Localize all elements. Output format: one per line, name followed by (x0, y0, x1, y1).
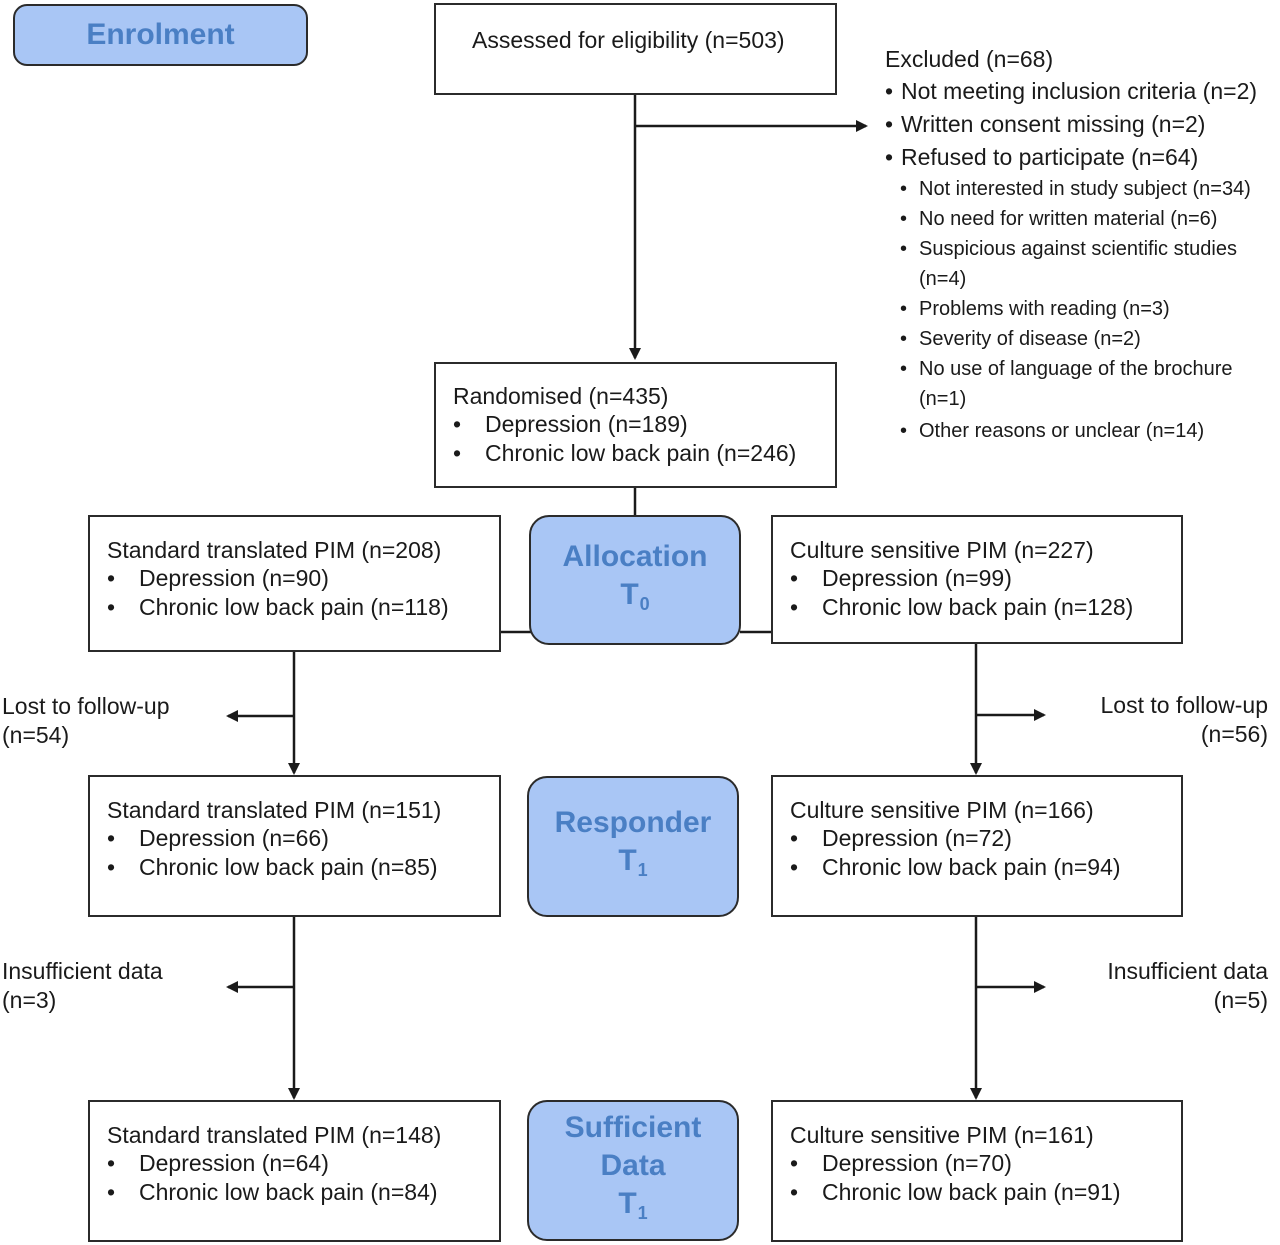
insuf-right-line2: (n=5) (1213, 987, 1268, 1013)
refusal-reason: •Suspicious against scientific studies (900, 238, 1237, 260)
allocation-label: Allocation (562, 539, 708, 573)
sufficient-time: T1 (618, 1187, 648, 1223)
excluded-item: •Written consent missing (n=2) (885, 111, 1206, 137)
enrolment-label: Enrolment (86, 18, 235, 51)
refusal-reason: •Other reasons or unclear (n=14) (900, 420, 1205, 442)
randomised-item: •Depression (n=189) (453, 411, 688, 437)
resp-right-item: •Chronic low back pain (n=94) (790, 854, 1121, 880)
resp-right-title: Culture sensitive PIM (n=166) (790, 797, 1094, 823)
alloc-left-item: •Depression (n=90) (107, 565, 329, 591)
suff-left-title: Standard translated PIM (n=148) (107, 1122, 442, 1148)
sufficient-data-stage: Sufficient Data T1 (527, 1100, 739, 1241)
suff-left-item: •Depression (n=64) (107, 1150, 329, 1176)
insuf-left-line2: (n=3) (2, 987, 57, 1013)
responder-label: Responder (554, 806, 712, 839)
excluded-item: •Refused to participate (n=64) (885, 144, 1199, 170)
resp-right-item: •Depression (n=72) (790, 825, 1012, 851)
insuf-right-line1: Insufficient data (1107, 958, 1268, 984)
excluded-item: •Not meeting inclusion criteria (n=2) (885, 78, 1258, 104)
resp-left-title: Standard translated PIM (n=151) (107, 797, 442, 823)
alloc-right-item: •Depression (n=99) (790, 565, 1012, 591)
insuf-left-line1: Insufficient data (2, 958, 163, 984)
refusal-reason: •No need for written material (n=6) (900, 208, 1218, 230)
alloc-right-title: Culture sensitive PIM (n=227) (790, 537, 1094, 563)
alloc-right-box: Culture sensitive PIM (n=227) •Depressio… (771, 515, 1183, 644)
lost-right-line1: Lost to follow-up (1100, 692, 1268, 718)
excluded-title: Excluded (n=68) (885, 46, 1054, 72)
lost-left-line1: Lost to follow-up (2, 693, 170, 719)
refusal-reason: •Problems with reading (n=3) (900, 298, 1170, 320)
resp-left-box: Standard translated PIM (n=151) •Depress… (88, 775, 501, 917)
alloc-right-item: •Chronic low back pain (n=128) (790, 594, 1134, 620)
refusal-reason: •No use of language of the brochure (900, 358, 1233, 380)
allocation-stage: Allocation T0 (529, 515, 741, 645)
alloc-left-title: Standard translated PIM (n=208) (107, 537, 442, 563)
suff-right-title: Culture sensitive PIM (n=161) (790, 1122, 1094, 1148)
refusal-reason-continued: (n=4) (919, 268, 967, 290)
suff-right-item: •Depression (n=70) (790, 1150, 1012, 1176)
sufficient-label-2: Data (600, 1149, 666, 1182)
refusal-reason-continued: (n=1) (919, 388, 967, 410)
randomised-item: •Chronic low back pain (n=246) (453, 440, 797, 466)
lost-right-line2: (n=56) (1200, 721, 1268, 747)
suff-left-box: Standard translated PIM (n=148) •Depress… (88, 1100, 501, 1242)
refusal-reason: •Severity of disease (n=2) (900, 328, 1141, 350)
alloc-left-item: •Chronic low back pain (n=118) (107, 594, 449, 620)
allocation-time: T0 (620, 577, 650, 614)
sufficient-label-1: Sufficient (564, 1111, 702, 1144)
responder-time: T1 (618, 844, 648, 880)
suff-right-item: •Chronic low back pain (n=91) (790, 1179, 1121, 1205)
responder-stage: Responder T1 (527, 776, 739, 917)
enrolment-stage: Enrolment (13, 4, 308, 66)
resp-right-box: Culture sensitive PIM (n=166) •Depressio… (771, 775, 1183, 917)
resp-left-item: •Chronic low back pain (n=85) (107, 854, 438, 880)
refusal-reason: •Not interested in study subject (n=34) (900, 178, 1251, 200)
alloc-left-box: Standard translated PIM (n=208) •Depress… (88, 515, 501, 652)
resp-left-item: •Depression (n=66) (107, 825, 329, 851)
suff-left-item: •Chronic low back pain (n=84) (107, 1179, 438, 1205)
assessed-label: Assessed for eligibility (n=503) (472, 27, 785, 53)
randomised-title: Randomised (n=435) (453, 383, 669, 409)
suff-right-box: Culture sensitive PIM (n=161) •Depressio… (771, 1100, 1183, 1242)
lost-left-line2: (n=54) (2, 722, 70, 748)
randomised-box: Randomised (n=435) •Depression (n=189) •… (434, 362, 837, 488)
assessed-box: Assessed for eligibility (n=503) (434, 3, 837, 95)
